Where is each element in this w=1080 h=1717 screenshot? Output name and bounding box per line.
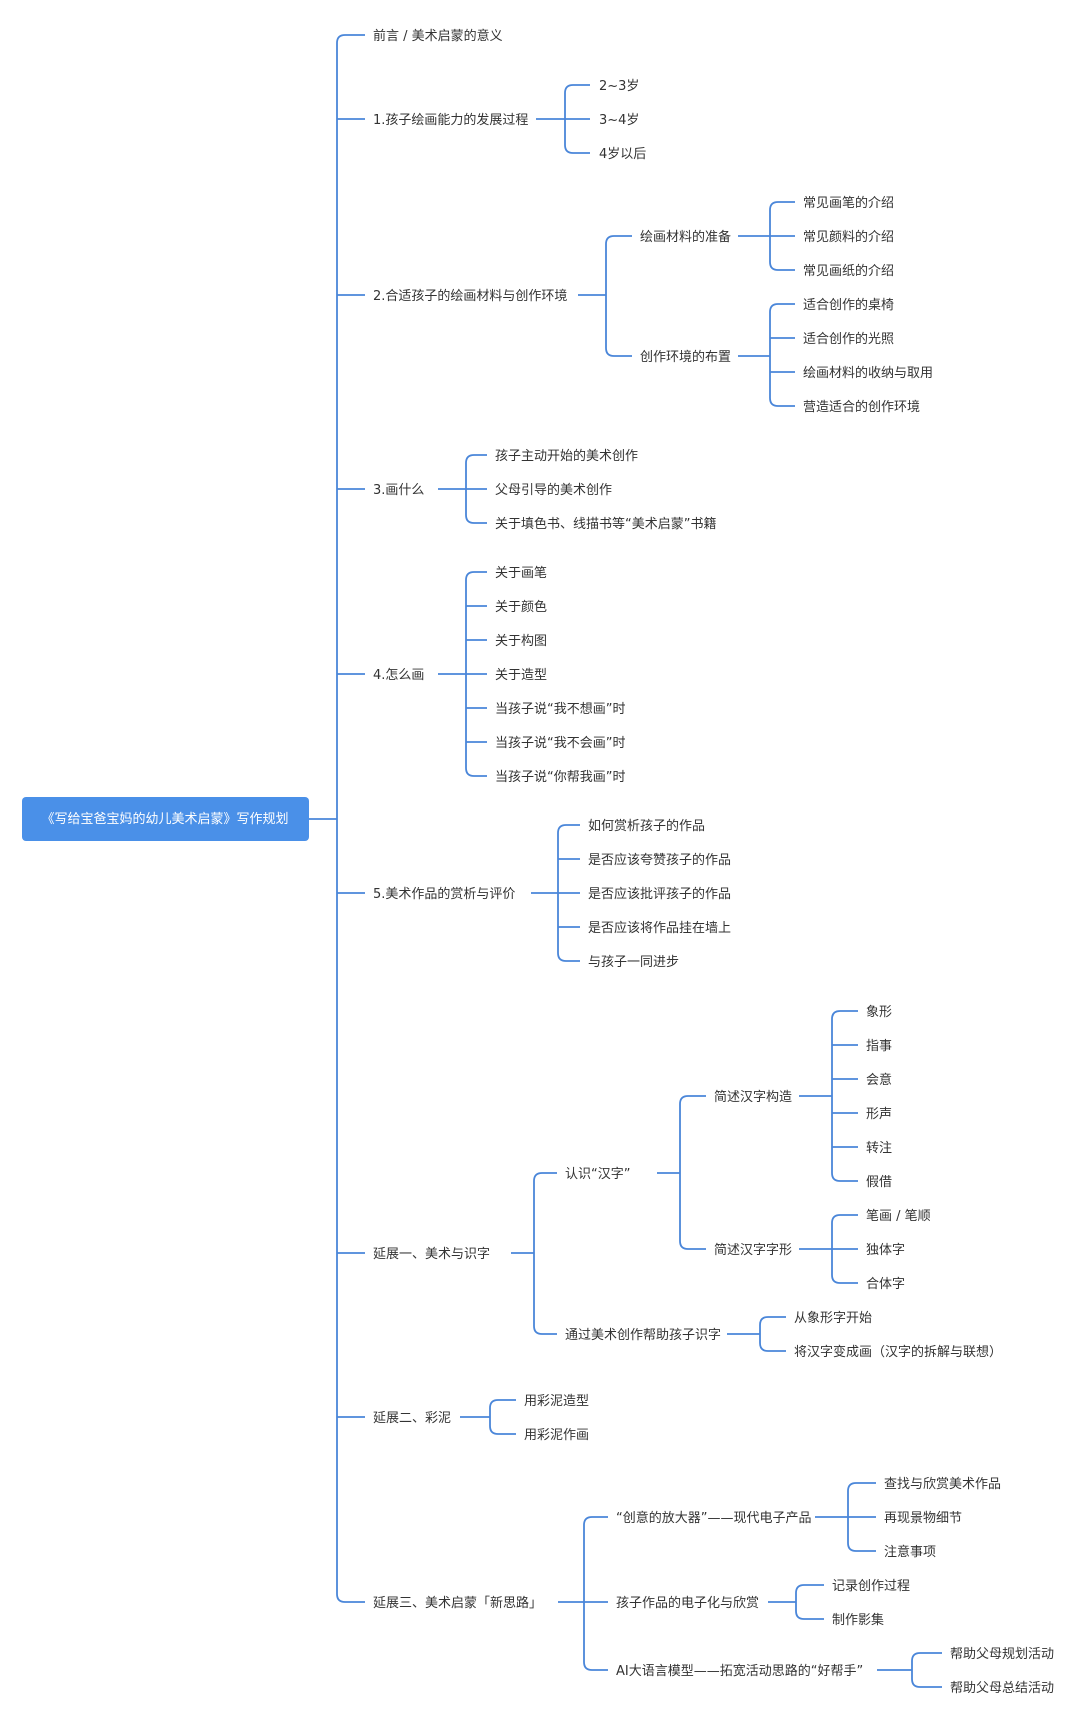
leaf-paper-intro[interactable]: 常见画纸的介绍	[803, 263, 894, 279]
leaf-criticize[interactable]: 是否应该批评孩子的作品	[588, 886, 731, 902]
mind-map-connectors	[309, 34, 942, 1688]
connector-materials	[738, 201, 795, 271]
connector-chapter-5	[531, 824, 580, 962]
leaf-record-process[interactable]: 记录创作过程	[832, 1579, 910, 1594]
leaf-praise[interactable]: 是否应该夸赞孩子的作品	[588, 852, 731, 868]
root-node[interactable]	[22, 797, 309, 841]
leaf-pictograph[interactable]: 象形	[866, 1005, 892, 1020]
leaf-dont-want[interactable]: 当孩子说“我不想画”时	[495, 701, 625, 717]
leaf-summarize-activities[interactable]: 帮助父母总结活动	[950, 1681, 1054, 1696]
branch-extension-2[interactable]: 延展二、彩泥	[373, 1411, 451, 1426]
leaf-paints-intro[interactable]: 常见颜料的介绍	[803, 229, 894, 245]
leaf-cant-draw[interactable]: 当孩子说“我不会画”时	[495, 736, 625, 751]
node-environment-setup[interactable]: 创作环境的布置	[640, 349, 731, 365]
root-node-label: 《写给宝爸宝妈的幼儿美术启蒙》写作规划	[41, 811, 288, 827]
connector-chapter-1	[536, 84, 590, 154]
leaf-phonetic[interactable]: 形声	[866, 1107, 892, 1122]
leaf-about-shaping[interactable]: 关于造型	[495, 668, 547, 683]
leaf-about-composition[interactable]: 关于构图	[495, 634, 547, 649]
leaf-coloring-books[interactable]: 关于填色书、线描书等“美术启蒙”书籍	[495, 516, 716, 532]
leaf-age-3-4[interactable]: 3~4岁	[599, 113, 639, 128]
connector-environment	[738, 303, 795, 407]
connector-hanzi-structure	[799, 1010, 858, 1182]
leaf-loan[interactable]: 假借	[866, 1175, 892, 1190]
leaf-clay-shaping[interactable]: 用彩泥造型	[524, 1394, 589, 1409]
connector-digitize	[768, 1584, 824, 1620]
leaf-age-4-plus[interactable]: 4岁以后	[599, 147, 646, 162]
leaf-desk-chair[interactable]: 适合创作的桌椅	[803, 297, 894, 313]
leaf-precautions[interactable]: 注意事项	[884, 1544, 936, 1560]
leaf-age-2-3[interactable]: 2~3岁	[599, 79, 639, 94]
node-materials-prep[interactable]: 绘画材料的准备	[640, 229, 731, 245]
node-hanzi-structure[interactable]: 简述汉字构造	[714, 1089, 792, 1105]
branch-chapter-5[interactable]: 5.美术作品的赏析与评价	[373, 886, 515, 902]
connector-extension-1	[511, 1172, 557, 1335]
leaf-about-colors[interactable]: 关于颜色	[495, 599, 547, 615]
leaf-compound-char[interactable]: 合体字	[866, 1277, 905, 1292]
leaf-single-char[interactable]: 独体字	[866, 1243, 905, 1258]
leaf-environment[interactable]: 营造适合的创作环境	[803, 399, 920, 415]
leaf-plan-activities[interactable]: 帮助父母规划活动	[950, 1647, 1054, 1662]
leaf-help-me[interactable]: 当孩子说“你帮我画”时	[495, 770, 625, 785]
leaf-make-album[interactable]: 制作影集	[832, 1612, 884, 1628]
leaf-brushes-intro[interactable]: 常见画笔的介绍	[803, 195, 894, 211]
connector-art-literacy	[727, 1316, 786, 1352]
branch-chapter-1[interactable]: 1.孩子绘画能力的发展过程	[373, 112, 528, 128]
connector-root	[309, 34, 365, 1603]
branch-preface[interactable]: 前言 / 美术启蒙的意义	[373, 28, 503, 44]
node-ai-llm[interactable]: AI大语言模型——拓宽活动思路的“好帮手”	[616, 1663, 863, 1679]
leaf-progress-together[interactable]: 与孩子一同进步	[588, 955, 679, 970]
node-digitize-works[interactable]: 孩子作品的电子化与欣赏	[616, 1595, 759, 1611]
connector-chapter-4	[438, 571, 487, 777]
connector-extension-2	[460, 1399, 516, 1435]
leaf-start-pictograph[interactable]: 从象形字开始	[794, 1311, 872, 1326]
connector-extension-3	[558, 1516, 608, 1671]
connector-ai	[877, 1652, 942, 1688]
leaf-storage[interactable]: 绘画材料的收纳与取用	[803, 365, 933, 381]
branch-chapter-3[interactable]: 3.画什么	[373, 483, 424, 498]
node-hanzi-form[interactable]: 简述汉字字形	[714, 1242, 792, 1258]
leaf-indicative[interactable]: 指事	[866, 1039, 892, 1054]
node-know-hanzi[interactable]: 认识“汉字”	[565, 1167, 630, 1182]
connector-chapter-2	[578, 235, 632, 357]
connector-creative-amplifier	[815, 1482, 876, 1552]
branch-extension-1[interactable]: 延展一、美术与识字	[373, 1247, 490, 1262]
leaf-strokes[interactable]: 笔画 / 笔顺	[866, 1208, 931, 1224]
leaf-find-artworks[interactable]: 查找与欣赏美术作品	[884, 1477, 1001, 1492]
leaf-hang-on-wall[interactable]: 是否应该将作品挂在墙上	[588, 920, 731, 936]
leaf-associative[interactable]: 会意	[866, 1072, 892, 1088]
leaf-scene-details[interactable]: 再现景物细节	[884, 1511, 962, 1526]
connector-know-hanzi	[657, 1095, 706, 1250]
node-art-literacy[interactable]: 通过美术创作帮助孩子识字	[565, 1328, 721, 1343]
leaf-appreciate[interactable]: 如何赏析孩子的作品	[588, 818, 705, 834]
leaf-hanzi-to-picture[interactable]: 将汉字变成画（汉字的拆解与联想）	[794, 1344, 1002, 1360]
node-creative-amplifier[interactable]: “创意的放大器”——现代电子产品	[616, 1510, 811, 1526]
connector-chapter-3	[438, 454, 487, 524]
leaf-clay-painting[interactable]: 用彩泥作画	[524, 1428, 589, 1443]
leaf-about-brushes[interactable]: 关于画笔	[495, 565, 547, 581]
leaf-parent-guided[interactable]: 父母引导的美术创作	[495, 482, 612, 498]
branch-chapter-2[interactable]: 2.合适孩子的绘画材料与创作环境	[373, 288, 567, 304]
leaf-child-initiated[interactable]: 孩子主动开始的美术创作	[495, 448, 638, 464]
connector-hanzi-form	[799, 1214, 858, 1284]
branch-extension-3[interactable]: 延展三、美术启蒙「新思路」	[373, 1595, 542, 1611]
leaf-lighting[interactable]: 适合创作的光照	[803, 331, 894, 347]
leaf-transfer[interactable]: 转注	[866, 1141, 892, 1156]
branch-chapter-4[interactable]: 4.怎么画	[373, 668, 424, 683]
